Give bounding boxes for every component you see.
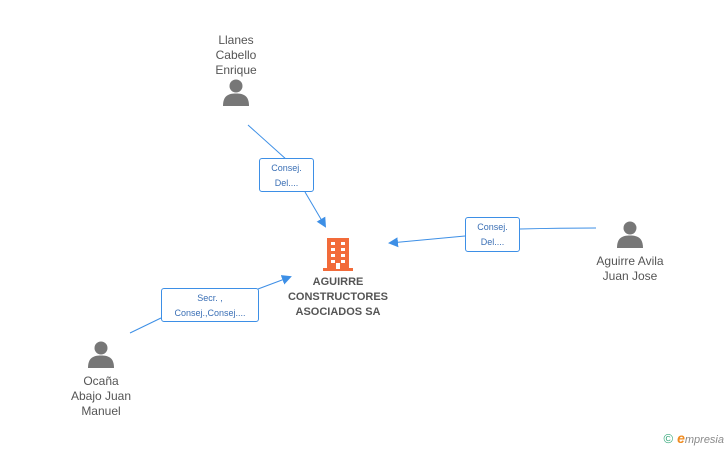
- person-name: Aguirre Avila Juan Jose: [596, 254, 664, 283]
- copyright-icon: ©: [663, 431, 674, 446]
- brand-e-letter: e: [677, 430, 685, 446]
- person-name: Ocaña Abajo Juan Manuel: [70, 374, 132, 418]
- person-name: Llanes Cabello Enrique: [215, 33, 257, 77]
- person-aguirre-avila-juan-jose[interactable]: Aguirre Avila Juan Jose: [580, 220, 680, 284]
- person-icon: [88, 341, 114, 368]
- building-icon: [323, 238, 353, 271]
- person-llanes-cabello-enrique[interactable]: Llanes Cabello Enrique: [186, 33, 286, 106]
- relation-label-aguirre[interactable]: Consej. Del....: [465, 217, 520, 252]
- person-ocana-abajo-juan-manuel[interactable]: Ocaña Abajo Juan Manuel: [51, 340, 151, 419]
- relation-label-ocana[interactable]: Secr. , Consej.,Consej....: [161, 288, 259, 322]
- edge-ocana: [129, 277, 290, 334]
- edge-llanes: [247, 124, 325, 226]
- company-node[interactable]: AGUIRRE CONSTRUCTORES ASOCIADOS SA: [278, 236, 398, 320]
- person-icon: [223, 79, 249, 106]
- relation-label-llanes[interactable]: Consej. Del....: [259, 158, 314, 192]
- edge-aguirre: [390, 227, 597, 243]
- company-name: AGUIRRE CONSTRUCTORES ASOCIADOS SA: [287, 276, 389, 318]
- empresia-logo: ©empresia: [663, 430, 724, 446]
- person-icon: [617, 221, 643, 248]
- brand-name: mpresia: [684, 434, 724, 446]
